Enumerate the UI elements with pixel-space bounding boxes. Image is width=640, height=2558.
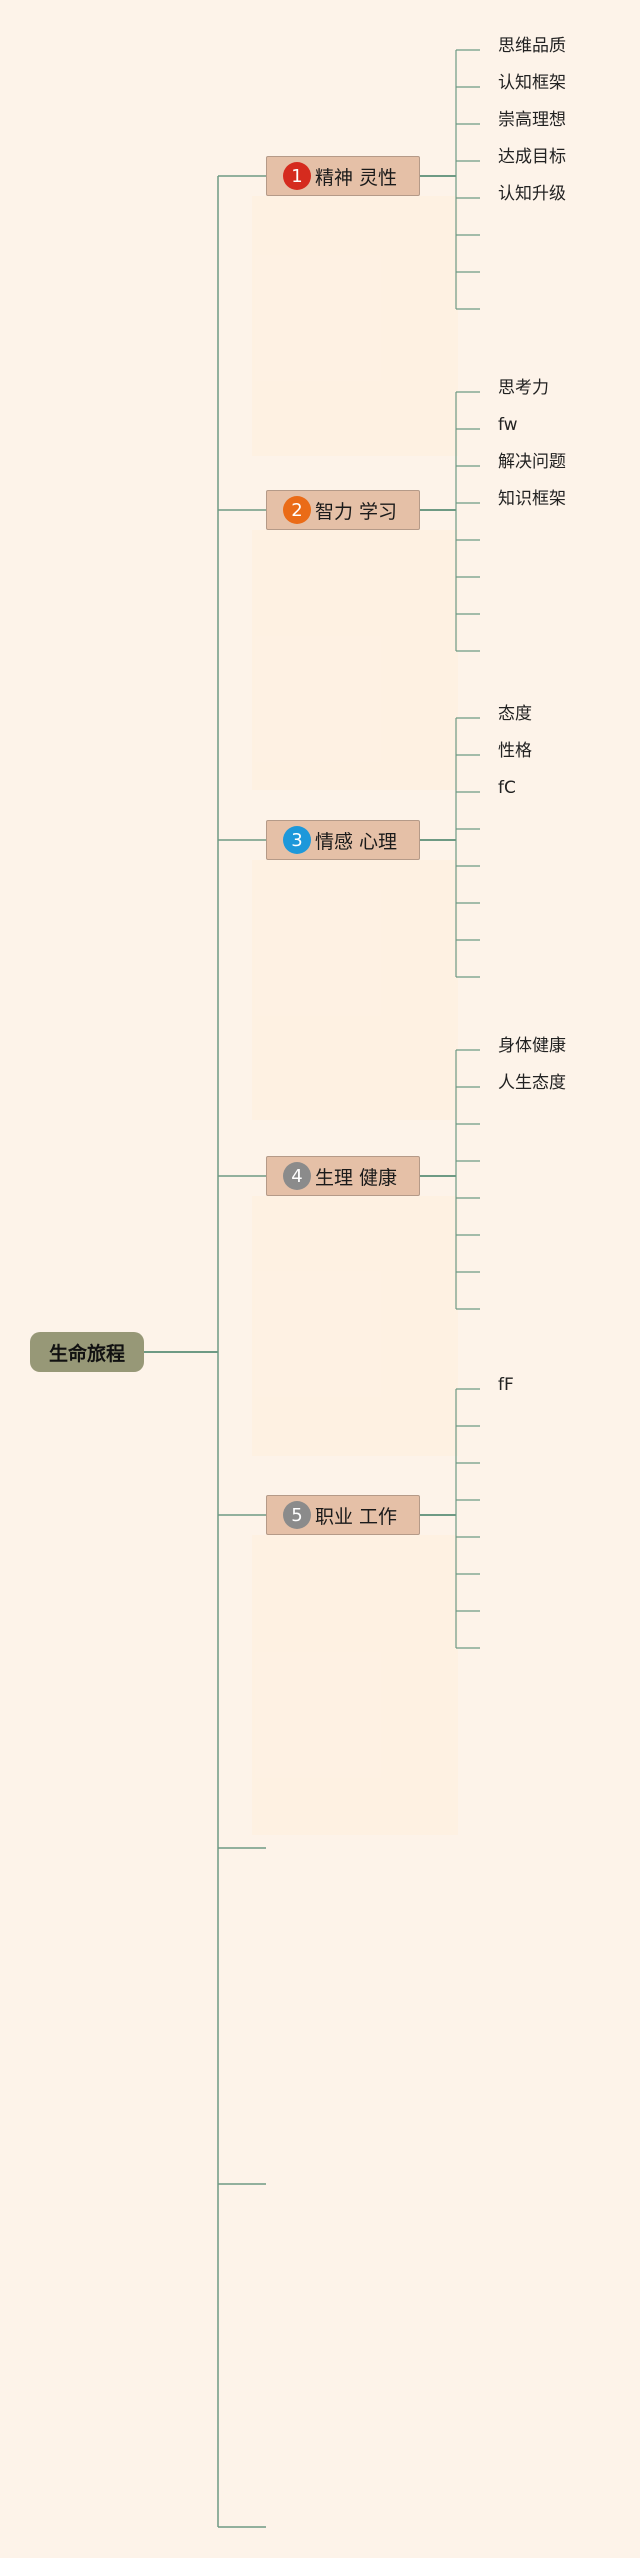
topic-shade xyxy=(252,1196,458,1456)
leaf-node[interactable]: 解决问题 xyxy=(498,452,566,472)
topic-label: 职业 工作 xyxy=(315,1505,398,1528)
leaf-node[interactable]: 身体健康 xyxy=(498,1036,566,1056)
topic-shade xyxy=(252,1535,458,1835)
root-label: 生命旅程 xyxy=(48,1342,125,1365)
topic-number-badge: 4 xyxy=(283,1162,311,1190)
topic-label: 智力 学习 xyxy=(315,500,398,523)
topic-shade xyxy=(252,196,458,456)
leaf-node[interactable]: 思考力 xyxy=(498,378,549,398)
topic-label: 生理 健康 xyxy=(315,1166,398,1189)
topic-shade xyxy=(252,530,458,790)
leaf-node[interactable]: 认知升级 xyxy=(498,184,566,204)
topic-number-badge: 1 xyxy=(283,162,311,190)
leaf-node[interactable]: fF xyxy=(498,1375,514,1395)
leaf-node[interactable]: 人生态度 xyxy=(498,1073,566,1093)
topic-number-badge: 3 xyxy=(283,826,311,854)
leaf-node[interactable]: 知识框架 xyxy=(498,489,566,509)
leaf-node[interactable]: 性格 xyxy=(498,741,532,761)
leaf-node[interactable]: 崇高理想 xyxy=(498,110,566,130)
leaf-node[interactable]: fw xyxy=(498,415,518,435)
topic-shade xyxy=(252,860,458,1120)
leaf-node[interactable]: 达成目标 xyxy=(498,147,566,167)
leaf-node[interactable]: 态度 xyxy=(498,704,532,724)
topic-number-badge: 2 xyxy=(283,496,311,524)
leaf-node[interactable]: fC xyxy=(498,778,516,798)
root-node[interactable]: 生命旅程 xyxy=(30,1332,144,1372)
topic-label: 情感 心理 xyxy=(315,830,398,853)
leaf-node[interactable]: 认知框架 xyxy=(498,73,566,93)
topic-number-badge: 5 xyxy=(283,1501,311,1529)
topic-label: 精神 灵性 xyxy=(315,166,398,189)
leaf-node[interactable]: 思维品质 xyxy=(498,36,566,56)
